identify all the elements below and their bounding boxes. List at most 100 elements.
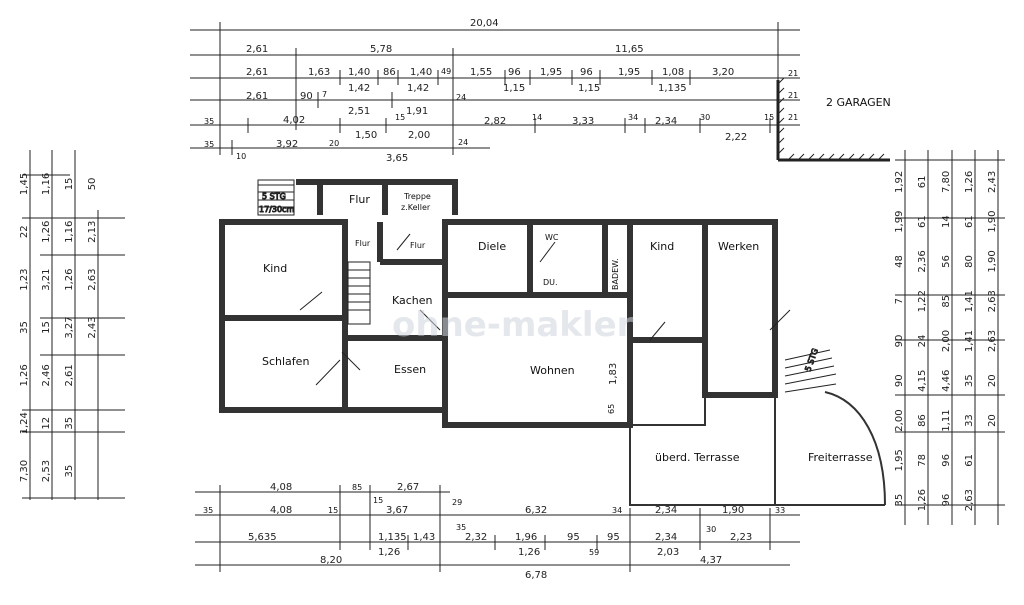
room-ueberdachte-terrasse: überd. Terrasse: [655, 451, 740, 464]
dim-label: 2,63: [964, 489, 975, 511]
dim-label: 61: [917, 215, 928, 228]
room-wohnen: Wohnen: [530, 364, 575, 377]
right-stairs: 5 STG: [784, 347, 837, 393]
dim-label: 65: [607, 404, 616, 414]
dim-label: 14: [941, 215, 952, 228]
dim-label: 2,32: [465, 532, 487, 543]
entry-stairs: 5 STG 17/30cm: [257, 179, 295, 216]
dim-label: 95: [607, 532, 620, 543]
dim-label: 1,26: [917, 489, 928, 511]
dim-label: 15: [764, 113, 774, 122]
dim-label: 3,20: [712, 67, 734, 78]
dim-label: 35: [204, 140, 214, 149]
dim-label: 30: [700, 113, 710, 122]
dim-label: 1,24: [19, 412, 30, 434]
dim-label: 1,26: [378, 547, 400, 558]
dim-label: 7: [322, 90, 327, 99]
dim-label: 21: [788, 69, 798, 78]
dim-label: 3,21: [41, 269, 52, 291]
dim-label: 1,42: [407, 83, 429, 94]
room-du: DU.: [543, 278, 558, 287]
bottom-dimension-chains: [195, 485, 800, 572]
dim-label: 1,16: [41, 173, 52, 195]
dim-label: 1,26: [19, 364, 30, 386]
room-kueche: Kachen: [392, 294, 433, 307]
dim-label: 2,51: [348, 106, 370, 117]
dim-label: 1,90: [722, 505, 744, 516]
dim-label: 33: [775, 506, 785, 515]
dim-label: 12: [41, 417, 52, 430]
dim-label: 4,15: [917, 370, 928, 392]
dim-label: 1,26: [964, 171, 975, 193]
dim-label: 2,00: [941, 330, 952, 352]
dim-label: 15: [41, 321, 52, 334]
dim-label: 7: [894, 298, 905, 304]
room-essen: Essen: [394, 363, 426, 376]
dim-label: 7,80: [941, 171, 952, 193]
dim-label: 59: [589, 548, 599, 557]
dim-label: 86: [917, 414, 928, 427]
dim-label: 1,42: [348, 83, 370, 94]
dim-label: 35: [204, 117, 214, 126]
dim-label: 35: [203, 506, 213, 515]
dim-label: 1,11: [941, 409, 952, 431]
dim-label: 49: [441, 67, 451, 76]
dim-label: 78: [917, 454, 928, 467]
room-labels: Kind Schlafen Flur Treppe z.Keller Flur …: [262, 192, 873, 464]
dim-label: 34: [612, 506, 622, 515]
dim-label: 6,78: [525, 570, 547, 581]
dim-label: 90: [300, 91, 313, 102]
dim-label: 2,13: [87, 221, 98, 243]
dim-label: 1,26: [41, 221, 52, 243]
dim-label: 35: [964, 374, 975, 387]
dim-label: 3,65: [386, 153, 408, 164]
dim-label: 5,78: [370, 44, 392, 55]
dim-label: 1,63: [308, 67, 330, 78]
dim-label: 1,90: [987, 211, 998, 233]
dim-label: 61: [964, 215, 975, 228]
dim-label: 2,63: [987, 330, 998, 352]
dim-label: 4,02: [283, 115, 305, 126]
dim-label: 56: [941, 255, 952, 268]
dim-label: 2,43: [987, 171, 998, 193]
dim-label: 1,135: [658, 83, 687, 94]
dim-label: 2,46: [41, 364, 52, 386]
dim-label: 35: [19, 321, 30, 334]
dim-label: 2,34: [655, 116, 677, 127]
dim-label: 1,41: [964, 290, 975, 312]
dim-label: 2,03: [657, 547, 679, 558]
stairs-label: 17/30cm: [259, 205, 294, 214]
dim-label: 10: [236, 152, 246, 161]
dim-label: 2,22: [725, 132, 747, 143]
dim-label: 35: [894, 494, 905, 507]
room-flur-top: Flur: [349, 193, 370, 206]
dim-label: 33: [964, 414, 975, 427]
dim-label: 8,20: [320, 555, 342, 566]
dim-label: 1,22: [917, 290, 928, 312]
dim-label: 14: [532, 113, 542, 122]
dim-label: 1,45: [19, 173, 30, 195]
dim-label: 21: [788, 113, 798, 122]
dim-label: 4,08: [270, 482, 292, 493]
dim-label: 1,26: [518, 547, 540, 558]
dim-label: 2,00: [408, 130, 430, 141]
dim-label: 35: [64, 417, 75, 430]
dim-label: 1,15: [503, 83, 525, 94]
dim-label: 4,37: [700, 555, 722, 566]
dim-label: 96: [508, 67, 521, 78]
dim-label: 24: [456, 93, 466, 102]
dim-label: 29: [452, 498, 462, 507]
dim-label: 90: [894, 335, 905, 348]
dim-label: 15: [328, 506, 338, 515]
room-freiterrasse: Freiterrasse: [808, 451, 873, 464]
dim-label: 35: [64, 465, 75, 478]
dim-label: 96: [941, 494, 952, 507]
dim-label: 1,99: [894, 211, 905, 233]
right-dimension-chains: [895, 150, 1005, 525]
building-walls: [219, 179, 778, 428]
room-kind-right: Kind: [650, 240, 674, 253]
dim-label: 15: [64, 178, 75, 191]
dim-label: 3,92: [276, 139, 298, 150]
dim-label: 1,40: [348, 67, 370, 78]
room-werken: Werken: [718, 240, 759, 253]
